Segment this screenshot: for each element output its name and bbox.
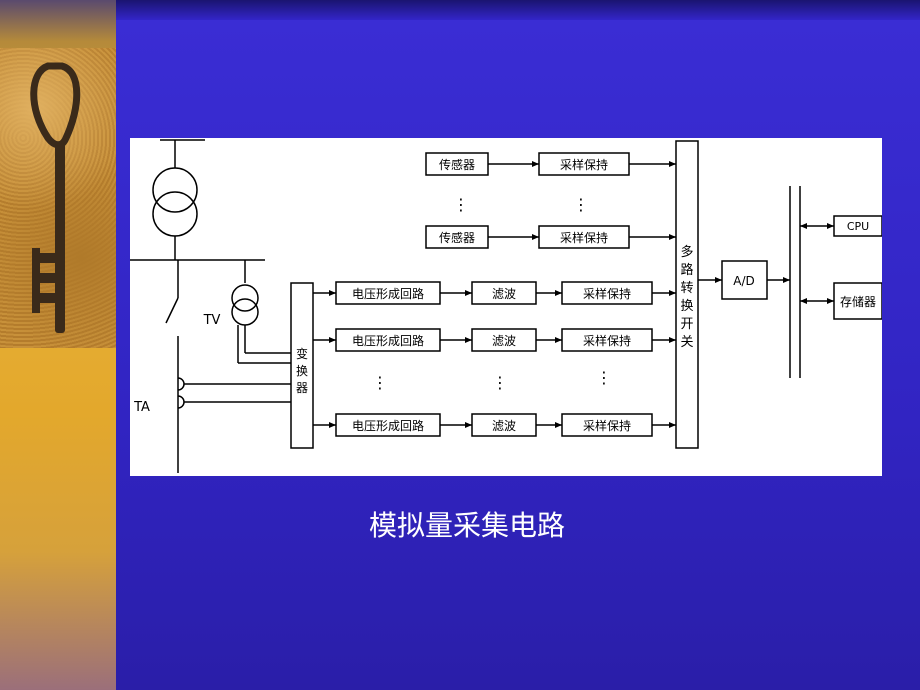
- sample-hold-label-2: 采样保持: [583, 333, 631, 348]
- filter-label-1: 滤波: [492, 287, 516, 301]
- voltage-ellipsis: ⋮: [372, 373, 388, 392]
- sensor-label-top: 传感器: [439, 157, 475, 172]
- sample-hold-label-1: 采样保持: [583, 286, 631, 301]
- filter-label-2: 滤波: [492, 334, 516, 348]
- voltage-forming-label-3: 电压形成回路: [352, 418, 424, 433]
- vtext-mux-char: 换: [680, 299, 693, 314]
- voltage-forming-label-2: 电压形成回路: [352, 333, 424, 348]
- vtext-transformer-char: 变: [296, 346, 308, 361]
- sample-hold-label-3: 采样保持: [583, 418, 631, 433]
- vtext-transformer-char: 换: [296, 364, 308, 378]
- memory-label: 存储器: [840, 294, 876, 309]
- sample-hold-label-top: 采样保持: [560, 157, 608, 172]
- key-photo-image: [0, 48, 116, 348]
- slide-caption: 模拟量采集电路: [369, 509, 566, 542]
- filter-ellipsis: ⋮: [492, 373, 508, 392]
- vtext-mux-char: 关: [680, 335, 693, 350]
- adc-label: A/D: [733, 274, 755, 288]
- tv-label: TV: [203, 313, 221, 328]
- circuit-diagram: 传感器 采样保持 传感器 采样保持 ⋮ ⋮ 电压形成回路 滤波 采样保持 电压形…: [130, 138, 882, 476]
- diagram-svg: 传感器 采样保持 传感器 采样保持 ⋮ ⋮ 电压形成回路 滤波 采样保持 电压形…: [130, 139, 882, 473]
- sensor-ellipsis: ⋮: [453, 195, 469, 214]
- key-icon: [30, 62, 81, 333]
- transformer-block-label: 变换器: [296, 346, 308, 395]
- vtext-transformer-char: 器: [296, 381, 308, 395]
- vtext-mux-char: 开: [680, 317, 693, 332]
- sensor-sample-ellipsis: ⋮: [573, 195, 589, 214]
- filter-label-3: 滤波: [492, 419, 516, 433]
- cpu-label: CPU: [847, 220, 869, 233]
- vtext-mux-char: 多: [680, 244, 693, 260]
- vtext-mux-char: 转: [680, 281, 693, 296]
- sample-hold-label-sensor-bottom: 采样保持: [560, 230, 608, 245]
- voltage-forming-label-1: 电压形成回路: [352, 286, 424, 301]
- sensor-label-bottom: 传感器: [439, 230, 475, 245]
- sample-hold-ellipsis: ⋮: [596, 368, 612, 387]
- vtext-mux-char: 路: [680, 262, 693, 278]
- ta-label: TA: [133, 400, 150, 415]
- top-band: [116, 0, 920, 20]
